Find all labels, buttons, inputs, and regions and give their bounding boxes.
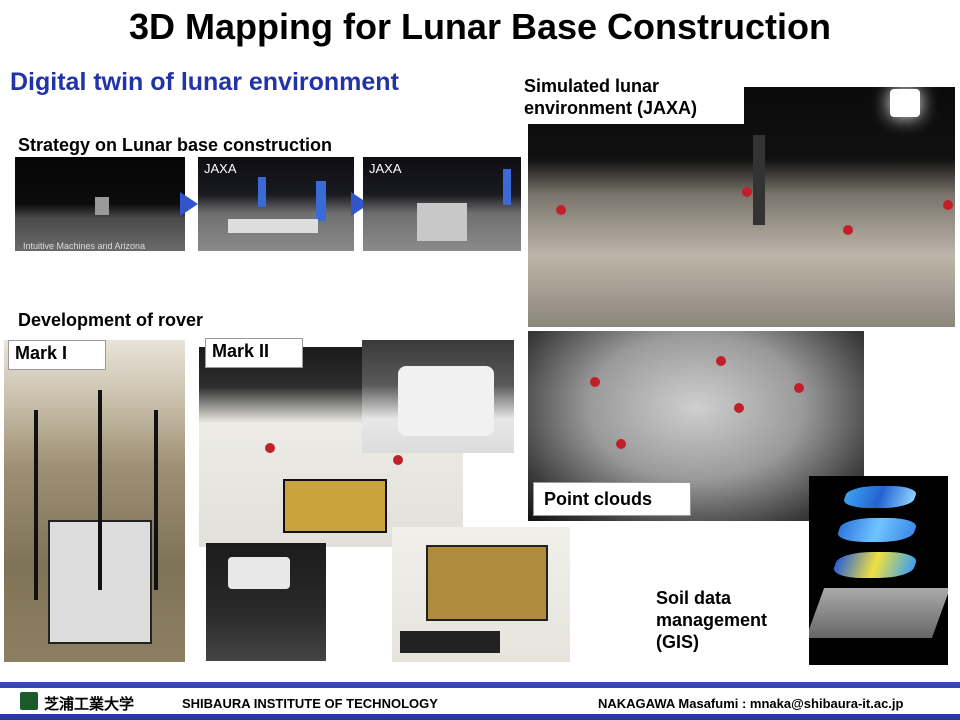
structure-shape bbox=[316, 181, 326, 221]
target-marker bbox=[734, 403, 744, 413]
gis-layer-shape bbox=[830, 552, 920, 578]
construction-stage-2-image: JAXA bbox=[363, 157, 521, 251]
target-marker bbox=[393, 455, 403, 465]
rover-mast-shape bbox=[753, 135, 765, 225]
gis-terrain-shape bbox=[809, 588, 948, 638]
track-shape bbox=[400, 631, 500, 653]
gis-image bbox=[809, 476, 948, 665]
jaxa-credit-2: JAXA bbox=[369, 161, 402, 176]
mark2-top-photo bbox=[392, 527, 570, 662]
point-clouds-label: Point clouds bbox=[533, 482, 691, 516]
mark1-label: Mark I bbox=[8, 340, 106, 370]
habitat-shape bbox=[417, 203, 467, 241]
soil-label: Soil data management (GIS) bbox=[656, 588, 768, 652]
mark2-sensor-photo bbox=[362, 340, 514, 453]
camera-pole-shape bbox=[34, 410, 38, 600]
gis-layer-shape bbox=[840, 486, 920, 508]
university-logo-icon bbox=[20, 692, 38, 710]
strategy-heading: Strategy on Lunar base construction bbox=[18, 135, 333, 155]
image-credit: Intuitive Machines and Arizona bbox=[23, 241, 146, 251]
simulated-label: Simulated lunar environment (JAXA) bbox=[524, 76, 698, 118]
structure-shape bbox=[258, 177, 266, 207]
target-marker bbox=[265, 443, 275, 453]
footer-bar: 芝浦工業大学 SHIBAURA INSTITUTE OF TECHNOLOGY … bbox=[0, 682, 960, 720]
target-marker bbox=[616, 439, 626, 449]
construction-stage-1-image: JAXA bbox=[198, 157, 354, 251]
jaxa-credit-1: JAXA bbox=[204, 161, 237, 176]
mark2-label: Mark II bbox=[205, 338, 303, 368]
arrow-icon bbox=[180, 192, 198, 216]
university-name-jp: 芝浦工業大学 bbox=[44, 696, 135, 713]
structure-shape bbox=[503, 169, 511, 205]
target-marker bbox=[590, 377, 600, 387]
sensor-housing-shape bbox=[398, 366, 494, 436]
target-marker bbox=[556, 205, 566, 215]
rover-body-shape bbox=[426, 545, 548, 621]
target-marker bbox=[943, 200, 953, 210]
mark2-lidar-photo bbox=[206, 543, 326, 661]
simulated-label-box: Simulated lunar environment (JAXA) bbox=[520, 72, 744, 124]
lander-shape bbox=[95, 197, 109, 215]
slide-title: 3D Mapping for Lunar Base Construction bbox=[128, 6, 832, 47]
lidar-shape bbox=[228, 557, 290, 589]
camera-pole-shape bbox=[98, 390, 102, 590]
camera-pole-shape bbox=[154, 410, 158, 590]
target-marker bbox=[716, 356, 726, 366]
slide-subtitle: Digital twin of lunar environment bbox=[10, 68, 399, 96]
rover-body-shape bbox=[283, 479, 387, 533]
rovers-shape bbox=[228, 219, 318, 233]
floodlight-shape bbox=[890, 89, 920, 117]
mark1-photo bbox=[4, 340, 185, 662]
author-contact: NAKAGAWA Masafumi : mnaka@shibaura-it.ac… bbox=[598, 696, 904, 711]
gis-layer-shape bbox=[834, 518, 920, 542]
university-name-en: SHIBAURA INSTITUTE OF TECHNOLOGY bbox=[182, 696, 438, 711]
simulated-lunar-image bbox=[528, 87, 955, 327]
target-marker bbox=[843, 225, 853, 235]
target-marker bbox=[742, 187, 752, 197]
target-marker bbox=[794, 383, 804, 393]
lander-image: Intuitive Machines and Arizona bbox=[15, 157, 185, 251]
rover-heading: Development of rover bbox=[18, 310, 204, 330]
footer-strip bbox=[0, 688, 960, 714]
